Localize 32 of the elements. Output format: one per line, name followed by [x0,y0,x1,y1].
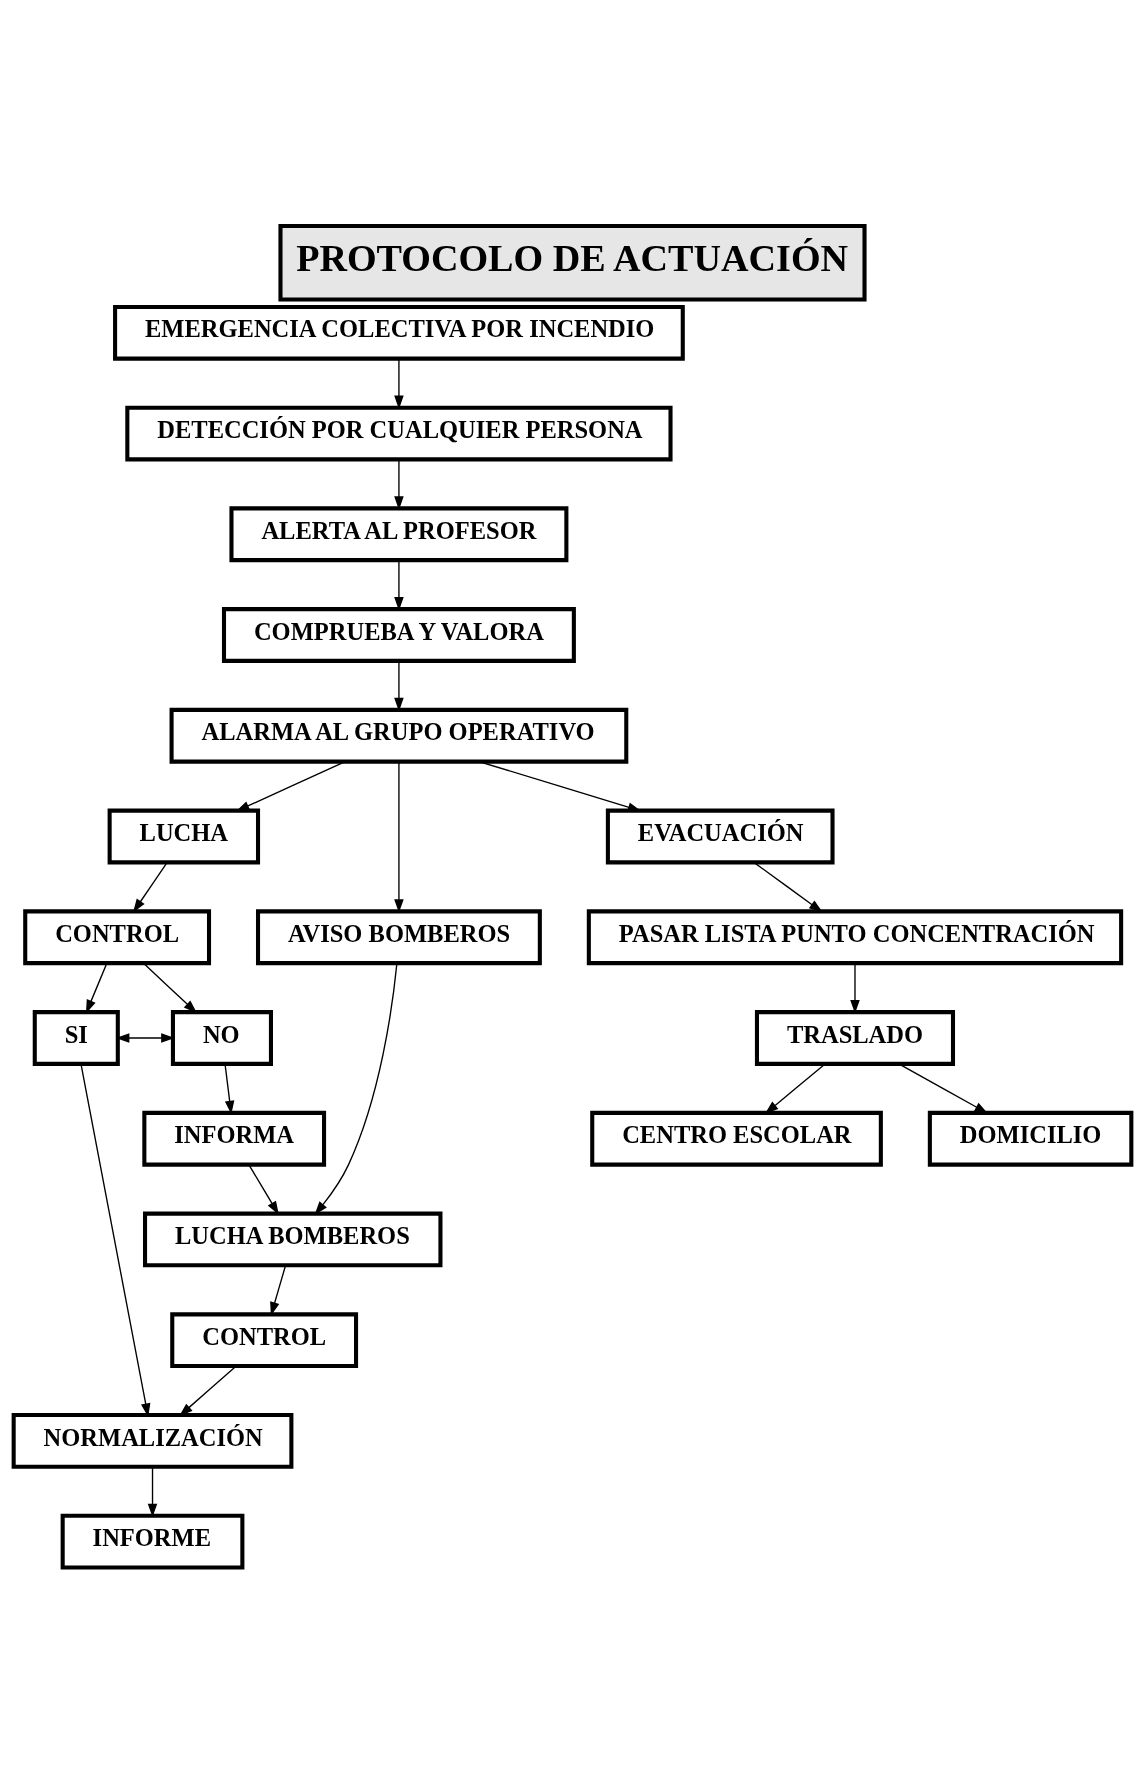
node-box: COMPRUEBA Y VALORA [221,607,576,663]
arrow [248,1164,279,1215]
node-box: NORMALIZACIÓN [11,1413,294,1469]
node-box: EVACUACIÓN [605,808,835,865]
arrow [133,861,168,913]
node-box: AVISO BOMBEROS [256,909,542,966]
arrow [898,1063,989,1114]
node-box: ALERTA AL PROFESOR [229,506,569,563]
arrow [478,761,642,812]
node-box: ALARMA AL GRUPO OPERATIVO [169,707,629,764]
arrow [394,761,404,913]
node-box: DOMICILIO [927,1110,1134,1167]
diagram-title: PROTOCOLO DE ACTUACIÓN [296,237,849,280]
node-box: CONTROL [170,1312,359,1369]
node-box: TRASLADO [754,1010,956,1066]
node-box: SI [32,1010,120,1066]
arrow [235,761,346,812]
node-box: EMERGENCIA COLECTIVA POR INCENDIO [113,304,685,361]
arrow [270,1264,287,1316]
arrow [314,962,398,1215]
node-box: LUCHA [107,808,261,865]
node-box: LUCHA BOMBEROS [143,1211,443,1268]
node-box: INFORME [60,1513,245,1570]
node-box: PASAR LISTA PUNTO CONCENTRACIÓN [586,909,1124,966]
node-box: DETECCIÓN POR CUALQUIER PERSONA [125,405,673,462]
node-box: CENTRO ESCOLAR [590,1110,883,1167]
arrow [764,1063,826,1114]
node-box: INFORMA [142,1110,327,1167]
arrow [394,458,404,510]
node-box: CONTROL [23,909,212,966]
node-box: NO [170,1010,273,1066]
arrow [753,861,823,913]
